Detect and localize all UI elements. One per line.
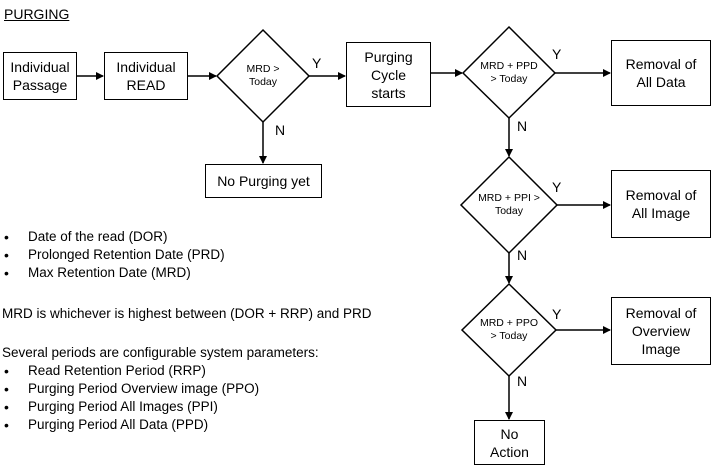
page-title: PURGING (4, 6, 70, 22)
node-individual-read: Individual READ (104, 52, 188, 100)
parameter-item: Purging Period Overview image (PPO) (2, 380, 259, 398)
parameters-list: Read Retention Period (RRP) Purging Peri… (2, 362, 259, 434)
parameter-item: Read Retention Period (RRP) (2, 362, 259, 380)
node-individual-passage: Individual Passage (3, 52, 77, 100)
edge-label-no-ppi: N (517, 247, 528, 263)
edge-label-yes-ppi: Y (552, 179, 562, 195)
decision-mrd-today-label: MRD > Today (246, 63, 280, 88)
decision-mrd-ppi-label: MRD + PPI > Today (478, 192, 540, 217)
definition-item: Date of the read (DOR) (2, 228, 225, 246)
node-no-purging-yet: No Purging yet (205, 164, 322, 198)
node-removal-overview-image: Removal of Overview Image (611, 297, 711, 365)
node-removal-all-image: Removal of All Image (611, 170, 711, 238)
node-purging-cycle-starts: Purging Cycle starts (346, 42, 431, 107)
edge-label-yes-ppo: Y (552, 306, 562, 322)
definitions-list: Date of the read (DOR) Prolonged Retenti… (2, 228, 225, 282)
definition-item: Max Retention Date (MRD) (2, 264, 225, 282)
edge-label-no-ppd: N (517, 118, 528, 134)
edge-label-no-ppo: N (517, 373, 528, 389)
parameter-item: Purging Period All Images (PPI) (2, 398, 259, 416)
mrd-rule-text: MRD is whichever is highest between (DOR… (2, 306, 372, 321)
node-removal-all-data: Removal of All Data (611, 40, 711, 106)
edge-label-yes-ppd: Y (552, 46, 562, 62)
edge-label-no-mrd: N (275, 122, 286, 138)
parameter-item: Purging Period All Data (PPD) (2, 416, 259, 434)
node-no-action: No Action (474, 420, 545, 465)
parameters-intro-text: Several periods are configurable system … (2, 345, 319, 360)
definition-item: Prolonged Retention Date (PRD) (2, 246, 225, 264)
decision-mrd-ppd-label: MRD + PPD > Today (480, 60, 538, 85)
edge-label-yes-mrd: Y (312, 55, 322, 71)
decision-mrd-ppo-label: MRD + PPO > Today (479, 317, 539, 342)
